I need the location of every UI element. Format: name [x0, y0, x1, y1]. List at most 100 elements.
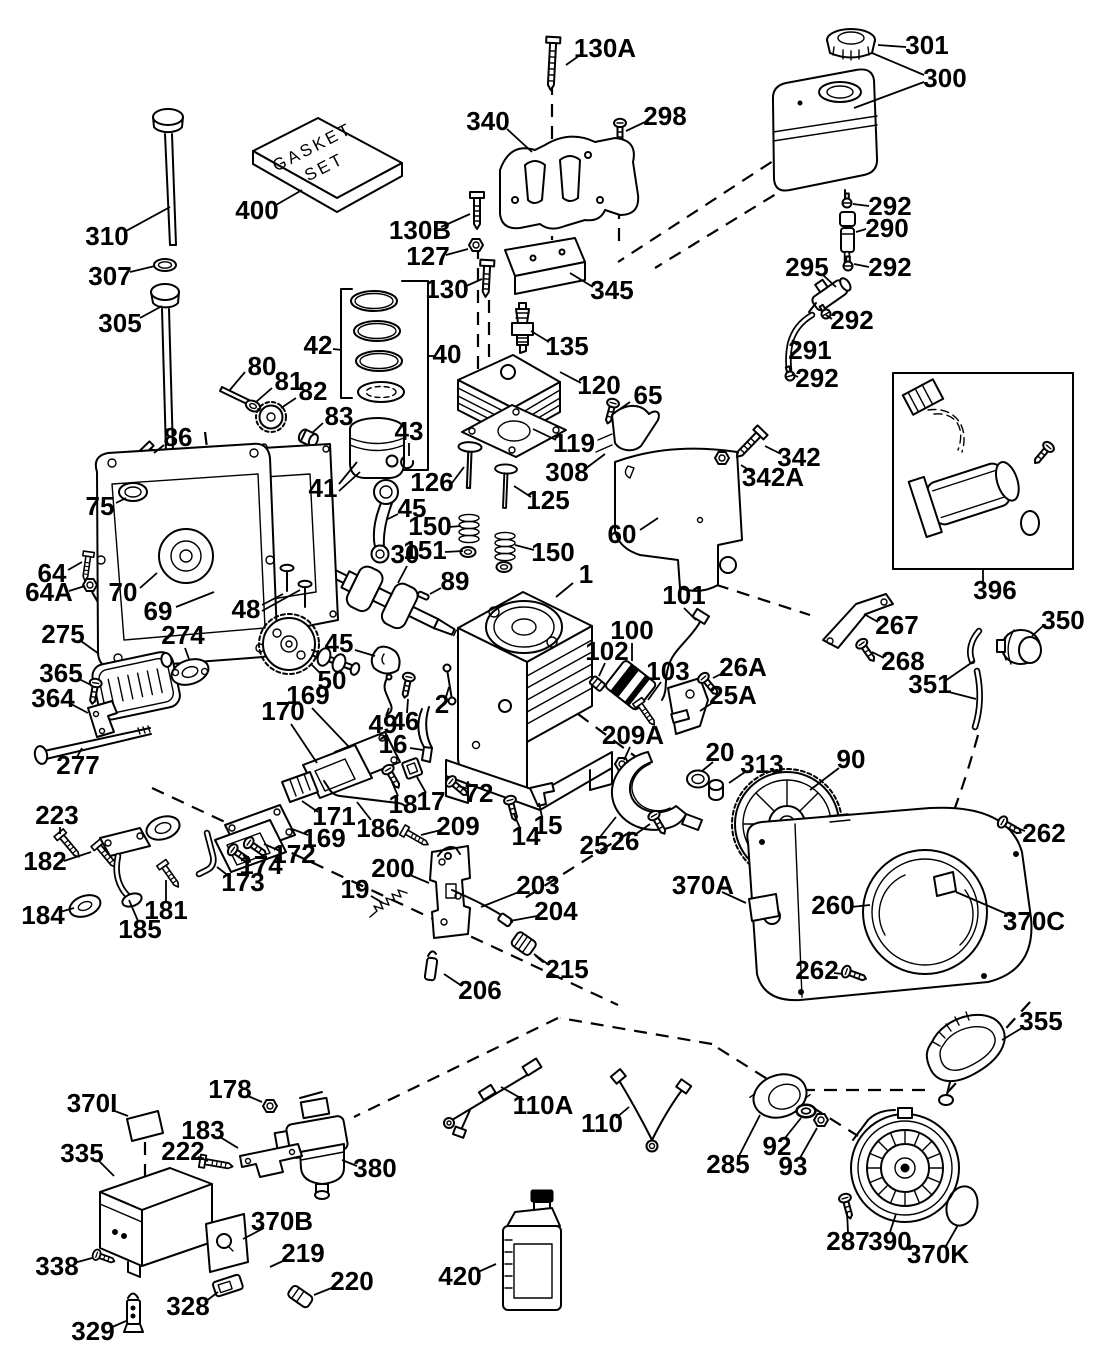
rod-2-ball-bottom [447, 696, 457, 706]
callout-262b: 262 [795, 955, 838, 985]
leader-206 [443, 973, 463, 987]
callout-169c: 169 [302, 823, 345, 853]
leader-64A [68, 585, 86, 592]
callout-370A: 370A [672, 870, 734, 900]
washer-81 [243, 397, 263, 415]
decal-370C [933, 871, 957, 897]
leader-171 [301, 800, 319, 813]
leader-308 [584, 453, 606, 470]
callout-26: 26 [611, 826, 640, 856]
clip-220 [287, 1284, 314, 1309]
leader-182 [63, 851, 92, 862]
grille-171 [281, 771, 319, 803]
lever-49 [383, 673, 393, 715]
flywheel-brake-25 [611, 751, 703, 831]
leader-126 [448, 466, 465, 488]
spark-plug-135 [511, 302, 534, 354]
leader-16 [409, 747, 424, 751]
leader-274 [184, 647, 190, 660]
leader-1 [555, 582, 574, 598]
callout-370B: 370B [251, 1206, 313, 1236]
leader-169c [291, 828, 309, 836]
callout-351: 351 [908, 669, 951, 699]
parts-layer: GASKET SET [33, 28, 1074, 1333]
leader-275 [80, 640, 100, 655]
leader-310 [125, 206, 171, 232]
callout-364: 364 [31, 683, 75, 713]
exhaust-valve-125 [492, 462, 519, 510]
callout-1: 1 [579, 559, 593, 589]
leader-420 [477, 1263, 497, 1273]
leader-300 [853, 81, 925, 109]
leader-80 [228, 371, 246, 392]
callout-370I: 370I [67, 1088, 118, 1118]
leader-287 [846, 1211, 849, 1233]
leader-364 [70, 703, 89, 714]
callout-92: 92 [763, 1131, 792, 1161]
leader-42 [332, 348, 343, 351]
leader-45b [354, 649, 376, 657]
callout-300: 300 [923, 63, 966, 93]
callout-82: 82 [299, 376, 328, 406]
callout-370C: 370C [1003, 906, 1065, 936]
wire-101 [661, 607, 711, 701]
leader-285 [738, 1114, 761, 1157]
leader-48 [261, 589, 301, 612]
cylinder-block-1 [445, 591, 613, 811]
leader-2 [445, 686, 450, 698]
callout-110A: 110A [513, 1090, 574, 1120]
bracket-364 [87, 700, 118, 738]
callout-200: 200 [371, 853, 414, 883]
governor-gear-82 [255, 401, 287, 433]
leader-184 [59, 907, 75, 913]
leader-209 [420, 829, 442, 836]
intake-valve-126 [455, 440, 483, 490]
shutoff-valve-295 [808, 277, 852, 313]
bolt-130B [469, 191, 485, 230]
callout-25A: 25A [709, 680, 757, 710]
callout-370K: 370K [907, 1239, 969, 1269]
bracket-340 [499, 135, 640, 230]
valve-spring-150a [458, 513, 480, 544]
callout-102: 102 [585, 636, 628, 666]
bolt-181 [155, 858, 184, 892]
screw-46 [397, 670, 417, 700]
leader-222 [197, 1156, 209, 1162]
leader-335 [97, 1159, 115, 1177]
callout-291: 291 [788, 335, 831, 365]
dipstick-310 [152, 108, 184, 246]
electric-starter-396 [892, 372, 1074, 570]
callout-274: 274 [161, 620, 205, 650]
leader-86 [153, 444, 165, 454]
clamp-292d [782, 364, 797, 383]
callout-127: 127 [406, 241, 449, 271]
governor-arm-16 [417, 706, 433, 763]
callout-342: 342 [777, 442, 820, 472]
callout-41: 41 [309, 473, 338, 503]
callout-345: 345 [590, 275, 633, 305]
callout-206: 206 [458, 975, 501, 1005]
callout-130A: 130A [574, 33, 636, 63]
blower-housing-260 [746, 806, 1033, 1002]
callout-17: 17 [417, 786, 446, 816]
leader-135 [530, 330, 550, 343]
callout-14: 14 [512, 821, 541, 851]
leader-267 [863, 613, 879, 623]
gasket-184 [68, 894, 102, 918]
callout-295: 295 [785, 252, 828, 282]
leader-262b [833, 972, 844, 975]
callout-49: 49 [369, 709, 398, 739]
callout-2: 2 [435, 689, 449, 719]
spool-83 [297, 428, 319, 448]
oil-seal-75 [118, 482, 148, 502]
callout-89: 89 [441, 566, 470, 596]
gasket-set-400: GASKET SET [252, 117, 403, 213]
valve-spring-150b [494, 531, 516, 562]
leader-70 [139, 572, 158, 589]
leader-14 [513, 813, 521, 829]
callout-130B: 130B [389, 215, 451, 245]
callout-150b: 150 [531, 537, 574, 567]
callout-70: 70 [109, 577, 138, 607]
primer-tubes-351 [967, 627, 983, 731]
